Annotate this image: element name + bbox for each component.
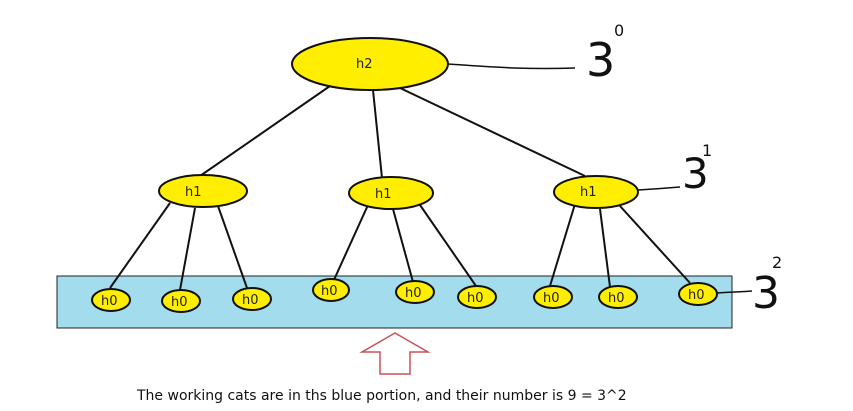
node-level2-3-label: h0: [242, 293, 259, 308]
node-level1-1-label: h1: [185, 185, 202, 200]
node-level2-9: h0: [678, 282, 718, 306]
node-level2-5-label: h0: [405, 286, 422, 301]
node-level2-1: h0: [91, 288, 131, 312]
node-level2-8: h0: [598, 285, 638, 309]
annotation-level0-exponent: 0: [614, 21, 624, 40]
node-level1-2-label: h1: [375, 187, 392, 202]
node-level2-7-label: h0: [543, 291, 560, 306]
node-level2-1-label: h0: [101, 294, 118, 309]
node-root-label: h2: [356, 57, 373, 72]
node-level1-1: h1: [158, 174, 248, 208]
annotation-level2-base: 3: [752, 268, 780, 319]
node-level2-7: h0: [533, 285, 573, 309]
caption: The working cats are in ths blue portion…: [136, 388, 627, 404]
annotation-level2-exponent: 2: [772, 253, 782, 272]
node-level1-2: h1: [348, 176, 434, 210]
annotation-level1-base: 3: [682, 149, 709, 198]
up-arrow-icon: [359, 332, 431, 375]
annotation-level0: 3 0: [586, 21, 624, 87]
node-root: h2: [291, 37, 449, 91]
node-level2-4-label: h0: [321, 284, 338, 299]
node-level2-9-label: h0: [688, 288, 705, 303]
node-level2-8-label: h0: [608, 291, 625, 306]
node-level2-5: h0: [395, 280, 435, 304]
edges-root: [199, 85, 586, 179]
node-level2-2-label: h0: [171, 295, 188, 310]
edges-level1: [109, 202, 691, 291]
node-level2-4: h0: [312, 278, 350, 302]
annotation-level2: 3 2: [752, 253, 782, 319]
node-level2-3: h0: [232, 287, 272, 311]
annotation-level1: 3 1: [682, 141, 712, 198]
node-level2-6: h0: [457, 285, 497, 309]
node-level2-2: h0: [161, 289, 201, 313]
annotation-level1-exponent: 1: [702, 141, 712, 160]
node-level1-3: h1: [553, 175, 639, 209]
annotation-level0-base: 3: [586, 33, 615, 87]
node-level2-6-label: h0: [467, 291, 484, 306]
node-level1-3-label: h1: [580, 185, 597, 200]
annotation-leaders: [447, 63, 753, 294]
